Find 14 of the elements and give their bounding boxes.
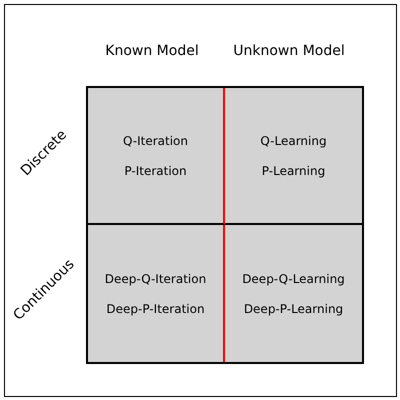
cell-text: P-Iteration: [124, 164, 187, 178]
column-header: Known Model: [104, 43, 200, 59]
matrix-cell: [225, 88, 362, 225]
matrix-cell: [225, 225, 362, 362]
matrix-cell: [88, 225, 225, 362]
cell-text: Q-Iteration: [122, 134, 188, 148]
matrix-cell: [88, 88, 225, 225]
cell-text: P-Learning: [262, 164, 326, 178]
column-header: Unknown Model: [232, 43, 346, 59]
cell-text: Q-Learning: [260, 134, 327, 148]
cell-text: Deep-Q-Learning: [242, 272, 345, 286]
cell-text: Deep-Q-Iteration: [104, 272, 206, 286]
cell-text: Deep-P-Learning: [244, 302, 344, 316]
cell-text: Deep-P-Iteration: [106, 302, 205, 316]
